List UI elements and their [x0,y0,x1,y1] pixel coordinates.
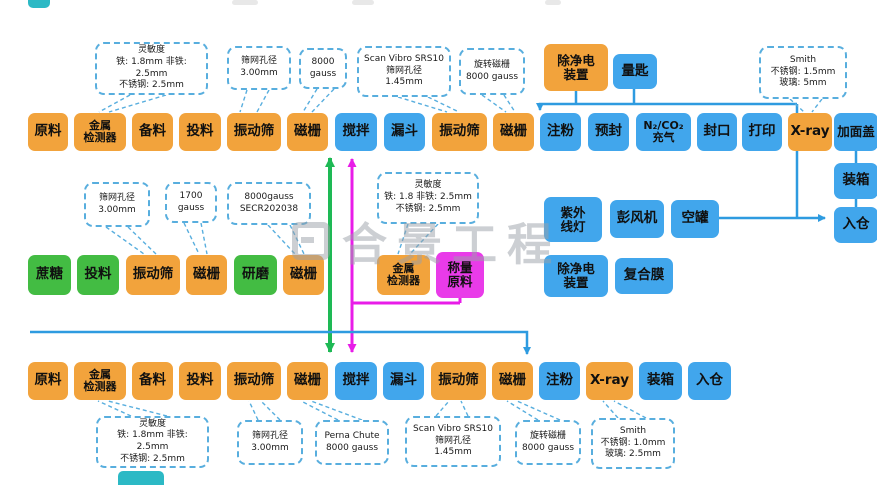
node-boxing-bottom: 装箱 [639,362,682,400]
callout-8000-gauss-secr-mid: 8000gauss SECR202038 [227,182,311,225]
node-add-lid: 加面盖 [834,113,877,151]
callout-smith-bottom: Smith 不锈钢: 1.0mm 玻璃: 2.5mm [591,418,675,469]
node-magnetic-grid-mid-2: 磁栅 [283,255,324,295]
callout-smith-top: Smith 不锈钢: 1.5mm 玻璃: 5mm [759,46,847,99]
node-raw-material-bottom: 原料 [28,362,68,400]
node-magnetic-grid-top-2: 磁栅 [493,113,534,151]
flow-arrow-magenta [347,158,462,353]
callout-sieve-aperture-mid: 筛网孔径 3.00mm [84,182,150,227]
callout-scan-vibro-top: Scan Vibro SRS10 筛网孔径 1.45mm [357,46,451,97]
callout-1700-gauss-mid: 1700 gauss [165,182,217,223]
node-mixing-top: 搅拌 [335,113,377,151]
node-feeding-mid: 投料 [77,255,119,295]
node-metal-detector-top: 金属 检测器 [74,113,126,151]
callout-scan-vibro-bottom: Scan Vibro SRS10 筛网孔径 1.45mm [405,416,501,467]
node-storage-bottom: 入仓 [688,362,731,400]
node-blower-fan: 彭风机 [610,200,664,238]
node-printing: 打印 [742,113,782,151]
node-weighed-material: 称量 原料 [436,252,484,298]
node-funnel-top: 漏斗 [384,113,425,151]
node-vibrating-sieve-top-1: 振动筛 [227,113,281,151]
node-material-prep-top: 备料 [132,113,173,151]
node-feeding-top: 投料 [179,113,221,151]
node-xray-bottom: X-ray [586,362,633,400]
node-funnel-bottom: 漏斗 [383,362,424,400]
node-raw-material-top: 原料 [28,113,68,151]
node-magnetic-grid-bottom-1: 磁栅 [287,362,328,400]
callout-sensitivity-top: 灵敏度 铁: 1.8mm 非铁: 2.5mm 不锈钢: 2.5mm [95,42,208,95]
node-vibrating-sieve-bottom-2: 振动筛 [431,362,486,400]
node-gas-flush: N₂/CO₂ 充气 [636,113,691,151]
callout-sieve-aperture-top: 筛网孔径 3.00mm [227,46,291,90]
node-empty-can: 空罐 [671,200,719,238]
node-measuring-spoon: 量匙 [613,54,657,89]
node-grinding: 研磨 [234,255,277,295]
node-sealing: 封口 [697,113,737,151]
callout-8000-gauss-top: 8000 gauss [299,48,347,89]
callout-sieve-aperture-bottom: 筛网孔径 3.00mm [237,420,303,465]
node-vibrating-sieve-bottom-1: 振动筛 [227,362,281,400]
node-uv-lamp: 紫外 线灯 [544,197,602,242]
cropped-fragment [352,0,374,5]
node-feeding-bottom: 投料 [179,362,221,400]
node-magnetic-grid-bottom-2: 磁栅 [492,362,533,400]
node-boxing-top: 装箱 [834,163,877,199]
cropped-box-fragment-bottom [118,471,164,485]
node-xray-top: X-ray [788,113,832,151]
cropped-fragment [545,0,561,5]
callout-rotary-grid-bottom: 旋转磁栅 8000 gauss [515,420,581,465]
node-powder-filling-top: 注粉 [540,113,581,151]
node-mixing-bottom: 搅拌 [335,362,377,400]
node-storage-top: 入仓 [834,207,877,243]
node-static-eliminator-mid: 除净电 装置 [544,255,608,297]
node-magnetic-grid-top-1: 磁栅 [287,113,328,151]
callout-sensitivity-bottom: 灵敏度 铁: 1.8mm 非铁: 2.5mm 不锈钢: 2.5mm [96,416,209,468]
node-metal-detector-bottom: 金属 检测器 [74,362,126,400]
node-static-eliminator-top: 除净电 装置 [544,44,608,91]
node-material-prep-bottom: 备料 [132,362,173,400]
cropped-box-fragment-top-left [28,0,50,8]
node-pre-seal: 预封 [588,113,629,151]
node-powder-filling-bottom: 注粉 [539,362,580,400]
cropped-fragment [232,0,258,5]
node-magnetic-grid-mid-1: 磁栅 [186,255,227,295]
callout-perna-chute-bottom: Perna Chute 8000 gauss [315,420,389,465]
callout-sensitivity-mid: 灵敏度 铁: 1.8 非铁: 2.5mm 不锈钢: 2.5mm [377,172,479,224]
node-vibrating-sieve-top-2: 振动筛 [432,113,487,151]
node-composite-film: 复合膜 [615,258,673,294]
node-metal-detector-mid: 金属 检测器 [377,255,430,295]
callout-rotary-grid-top: 旋转磁栅 8000 gauss [459,48,525,95]
flow-lines-blue [30,89,858,355]
node-vibrating-sieve-mid: 振动筛 [126,255,180,295]
node-sucrose: 蔗糖 [28,255,71,295]
